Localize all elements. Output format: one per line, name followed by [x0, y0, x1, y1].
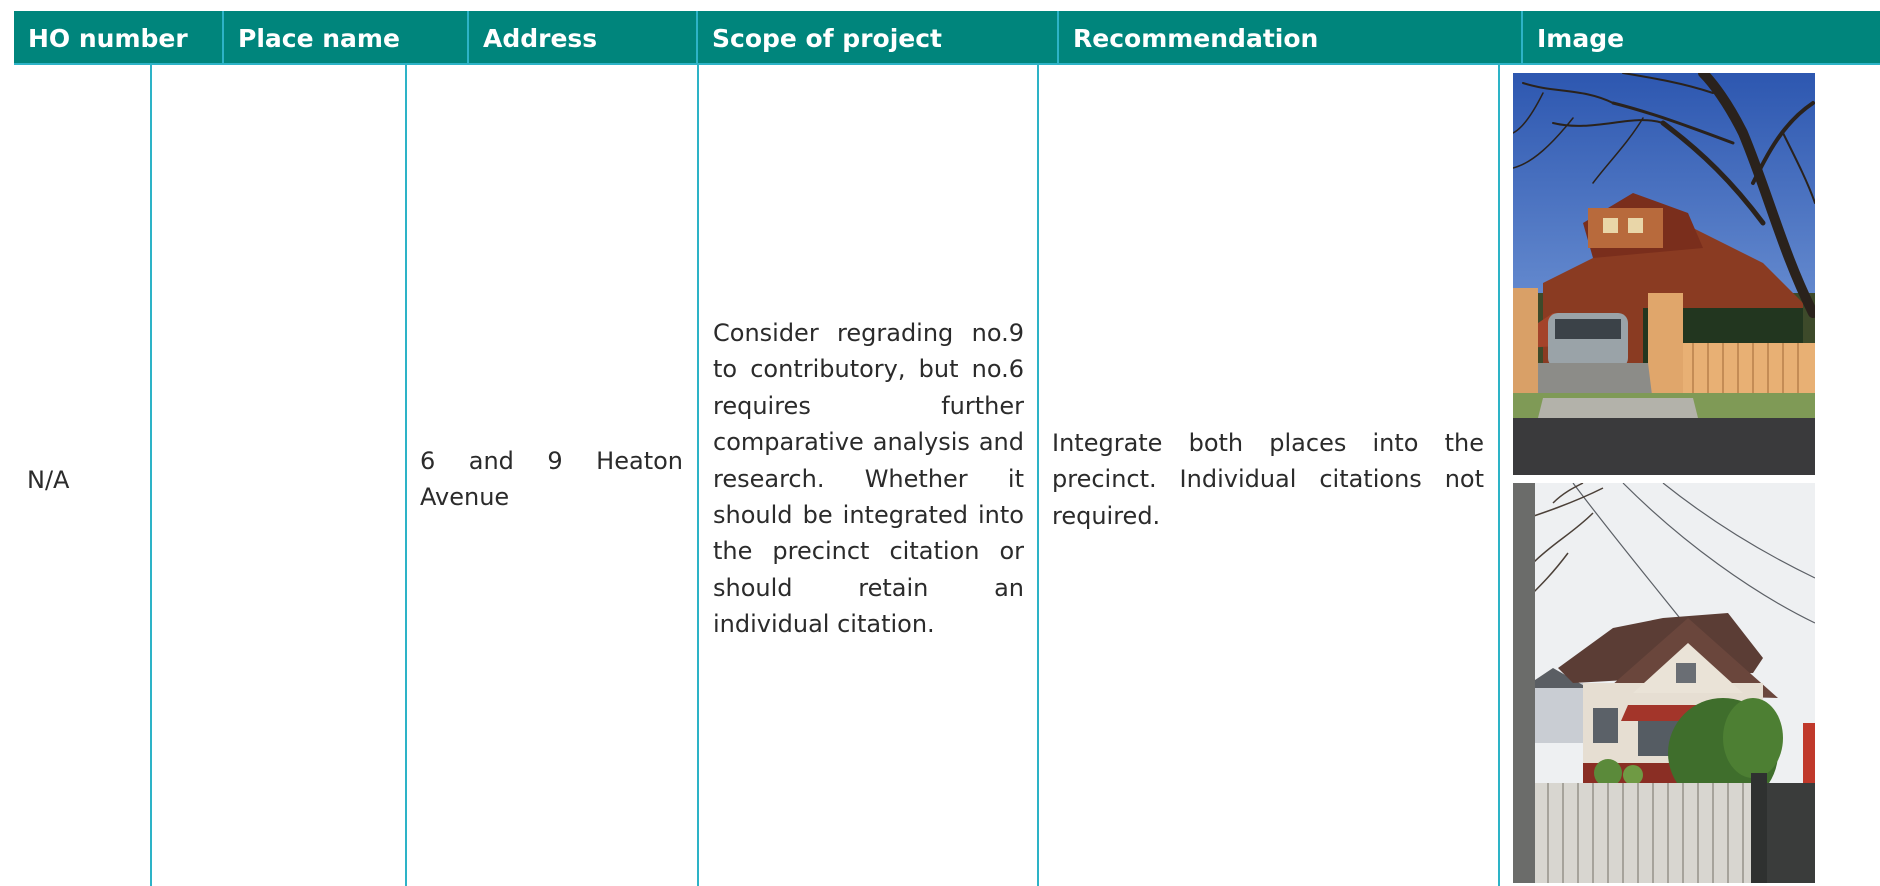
cell-address: 6 and 9 Heaton Avenue: [420, 447, 683, 512]
column-divider: [405, 65, 407, 886]
cell-recommendation: Integrate both places into the precinct.…: [1052, 429, 1484, 530]
column-divider: [697, 65, 699, 886]
header-recommendation: Recommendation: [1073, 24, 1319, 53]
header-divider: [222, 11, 224, 63]
header-divider: [1057, 11, 1059, 63]
table-header-row: HO number Place name Address Scope of pr…: [14, 11, 1880, 65]
house-photo-no9: [1513, 483, 1815, 883]
header-scope: Scope of project: [712, 24, 943, 53]
header-place-name: Place name: [238, 24, 400, 53]
cell-ho-number: N/A: [27, 466, 70, 494]
header-divider: [467, 11, 469, 63]
cell-scope: Consider regrading no.9 to contributory,…: [713, 319, 1024, 639]
house-photo-no6: [1513, 73, 1815, 475]
column-divider: [150, 65, 152, 886]
header-divider: [1521, 11, 1523, 63]
header-address: Address: [483, 24, 598, 53]
column-divider: [1037, 65, 1039, 886]
header-ho-number: HO number: [28, 24, 188, 53]
column-divider: [1498, 65, 1500, 886]
header-image: Image: [1537, 24, 1625, 53]
header-divider: [696, 11, 698, 63]
